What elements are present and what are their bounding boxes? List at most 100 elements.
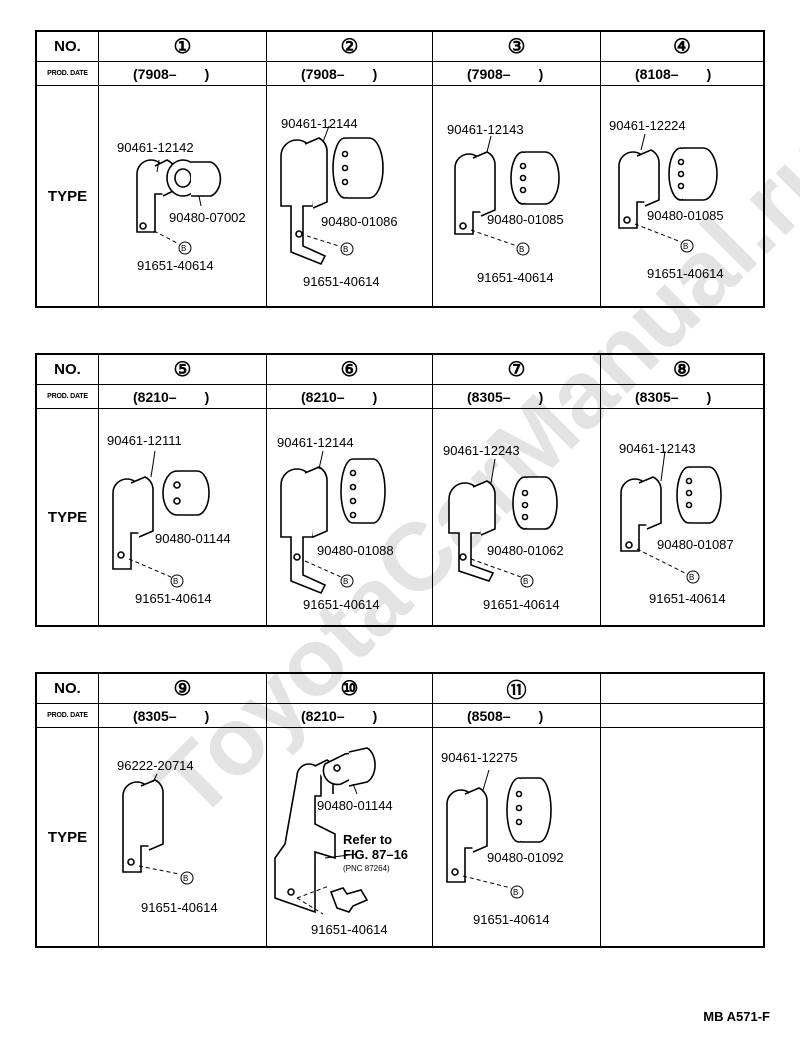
type-header: TYPE bbox=[37, 409, 99, 625]
clamp-part-number: 90461-12275 bbox=[441, 750, 518, 765]
cushion-part-number: 90480-01087 bbox=[657, 537, 734, 552]
bolt-part-number: 91651-40614 bbox=[303, 274, 380, 289]
b-marker: B bbox=[343, 577, 349, 586]
item-number: ⑤ bbox=[99, 355, 267, 384]
no-header: NO. bbox=[37, 355, 99, 384]
clamp-drawing bbox=[280, 450, 386, 595]
clamp-drawing bbox=[136, 159, 222, 255]
item-number: ⑦ bbox=[433, 355, 601, 384]
b-marker: B bbox=[181, 244, 187, 253]
type-cell-3: B 90461-12143 90480-01085 91651-40614 bbox=[433, 86, 601, 306]
cushion-part-number: 90480-01086 bbox=[321, 214, 398, 229]
item-number: ② bbox=[267, 32, 433, 61]
bolt-part-number: 91651-40614 bbox=[141, 900, 218, 915]
parts-table-2: NO. ⑤ ⑥ ⑦ ⑧ PROD. DATE (8210– ) (8210– )… bbox=[35, 353, 765, 627]
b-marker: B bbox=[689, 573, 695, 582]
item-number bbox=[601, 674, 763, 703]
type-cell-10: 90480-01144 Refer to FIG. 87–16 (PNC 872… bbox=[267, 728, 433, 946]
clamp-part-number: 90461-12144 bbox=[281, 116, 358, 131]
prod-date: (7908– ) bbox=[267, 62, 433, 85]
clamp-drawing bbox=[122, 773, 194, 885]
bolt-part-number: 91651-40614 bbox=[477, 270, 554, 285]
bolt-part-number: 91651-40614 bbox=[135, 591, 212, 606]
b-marker: B bbox=[173, 577, 179, 586]
prod-date: (8210– ) bbox=[99, 385, 267, 408]
clamp-drawing bbox=[618, 133, 718, 253]
item-number: ⑪ bbox=[433, 674, 601, 703]
type-cell-2: B 90461-12144 90480-01086 91651-40614 bbox=[267, 86, 433, 306]
reference-figure: FIG. 87–16 bbox=[343, 847, 409, 862]
prod-date: (8305– ) bbox=[635, 388, 712, 405]
no-header: NO. bbox=[37, 32, 99, 61]
cushion-part-number: 90480-01085 bbox=[647, 208, 724, 223]
b-marker: B bbox=[513, 888, 519, 897]
item-number: ④ bbox=[673, 36, 691, 58]
cushion-part-number: 90480-01088 bbox=[317, 543, 394, 558]
prod-date-header: PROD. DATE bbox=[37, 704, 99, 727]
b-marker: B bbox=[683, 242, 689, 251]
type-cell-5: B 90461-12111 90480-01144 91651-40614 bbox=[99, 409, 267, 625]
clamp-part-number: 90461-12143 bbox=[619, 441, 696, 456]
clamp-drawing bbox=[446, 769, 552, 899]
cushion-part-number: 90480-01085 bbox=[487, 212, 564, 227]
prod-date: (8108– ) bbox=[635, 65, 712, 82]
bolt-part-number: 91651-40614 bbox=[303, 597, 380, 612]
type-header: TYPE bbox=[37, 86, 99, 306]
bolt-part-number: 91651-40614 bbox=[483, 597, 560, 612]
clamp-part-number: 90461-12144 bbox=[277, 435, 354, 450]
prod-date: (8305– ) bbox=[99, 704, 267, 727]
clamp-part-number: 90461-12142 bbox=[117, 140, 194, 155]
clamp-drawing bbox=[448, 458, 558, 588]
type-cell-9: B 96222-20714 91651-40614 bbox=[99, 728, 267, 946]
type-cell-empty bbox=[601, 728, 763, 946]
catalog-code: MB A571-F bbox=[703, 1009, 770, 1024]
item-number: ① bbox=[99, 32, 267, 61]
parts-table-1: NO. ① ② ③ ④ PROD. DATE (7908– ) (7908– )… bbox=[35, 30, 765, 308]
prod-date: (8508– ) bbox=[433, 704, 601, 727]
reference-pnc: (PNC 87264) bbox=[343, 864, 390, 873]
clamp-part-number: 90461-12243 bbox=[443, 443, 520, 458]
type-cell-4: B 90461-12224 90480-01085 91651-40614 bbox=[601, 86, 763, 306]
item-number: ⑩ bbox=[267, 674, 433, 703]
prod-date-header: PROD. DATE bbox=[37, 62, 99, 85]
type-cell-1: B 90461-12142 90480-07002 91651-40614 bbox=[99, 86, 267, 306]
bolt-part-number: 91651-40614 bbox=[311, 922, 388, 937]
clamp-part-number: 96222-20714 bbox=[117, 758, 194, 773]
parts-table-3: NO. ⑨ ⑩ ⑪ PROD. DATE (8305– ) (8210– ) (… bbox=[35, 672, 765, 948]
type-header: TYPE bbox=[37, 728, 99, 946]
cushion-part-number: 90480-01092 bbox=[487, 850, 564, 865]
cushion-part-number: 90480-01144 bbox=[317, 798, 393, 813]
clamp-part-number: 90461-12143 bbox=[447, 122, 524, 137]
b-marker: B bbox=[519, 245, 525, 254]
bolt-part-number: 91651-40614 bbox=[649, 591, 726, 606]
type-cell-11: B 90461-12275 90480-01092 91651-40614 bbox=[433, 728, 601, 946]
bolt-part-number: 91651-40614 bbox=[647, 266, 724, 281]
reference-label: Refer to bbox=[343, 832, 393, 847]
clamp-drawing bbox=[274, 747, 376, 915]
clamp-part-number: 90461-12111 bbox=[107, 433, 182, 448]
bolt-part-number: 91651-40614 bbox=[137, 258, 214, 273]
prod-date: (8305– ) bbox=[433, 385, 601, 408]
clamp-drawing bbox=[112, 450, 210, 588]
type-cell-7: B 90461-12243 90480-01062 91651-40614 bbox=[433, 409, 601, 625]
bolt-part-number: 91651-40614 bbox=[473, 912, 550, 927]
clamp-part-number: 90461-12224 bbox=[609, 118, 686, 133]
cushion-part-number: 90480-01062 bbox=[487, 543, 564, 558]
prod-date bbox=[601, 704, 763, 727]
clamp-drawing bbox=[620, 450, 722, 584]
prod-date: (7908– ) bbox=[433, 62, 601, 85]
type-cell-8: B 90461-12143 90480-01087 91651-40614 bbox=[601, 409, 763, 625]
clamp-drawing bbox=[454, 135, 560, 256]
item-number: ③ bbox=[433, 32, 601, 61]
item-number: ⑧ bbox=[673, 359, 691, 381]
prod-date: (8210– ) bbox=[267, 704, 433, 727]
clamp-drawing bbox=[280, 125, 384, 266]
b-marker: B bbox=[523, 577, 529, 586]
cushion-part-number: 90480-07002 bbox=[169, 210, 246, 225]
type-cell-6: B 90461-12144 90480-01088 91651-40614 bbox=[267, 409, 433, 625]
prod-date: (8210– ) bbox=[267, 385, 433, 408]
no-header: NO. bbox=[37, 674, 99, 703]
prod-date-header: PROD. DATE bbox=[37, 385, 99, 408]
b-marker: B bbox=[343, 245, 349, 254]
b-marker: B bbox=[183, 874, 189, 883]
